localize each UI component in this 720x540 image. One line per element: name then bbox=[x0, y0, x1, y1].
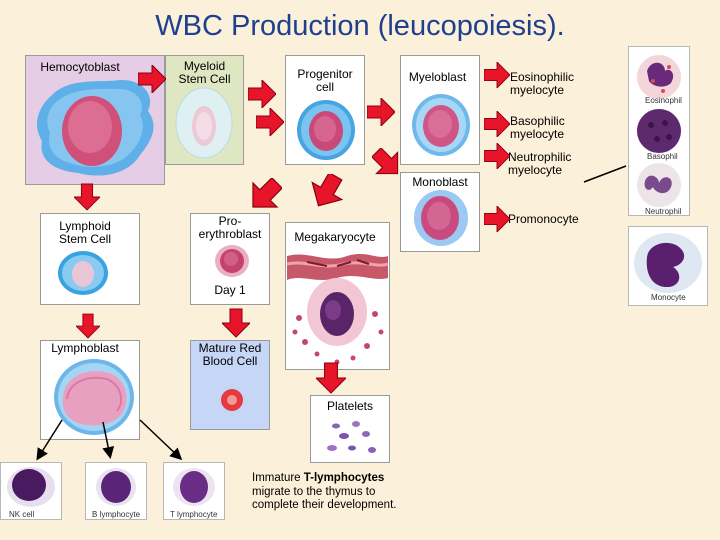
caption-b-lymphocyte: B lymphocyte bbox=[92, 510, 141, 519]
note-line1-prefix: Immature bbox=[252, 472, 304, 484]
label-promonocyte: Promonocyte bbox=[508, 212, 579, 226]
arrow-myeloid-to-progenitor-upper-icon bbox=[248, 80, 276, 108]
caption-basophil: Basophil bbox=[647, 152, 678, 161]
caption-eosinophil: Eosinophil bbox=[645, 96, 682, 105]
arrow-megakaryocyte-to-platelets-icon bbox=[316, 362, 346, 394]
arrow-myeloid-to-progenitor-lower-icon bbox=[256, 108, 284, 136]
arrow-progenitor-to-myeloblast-icon bbox=[367, 98, 395, 126]
arrow-proerythroblast-to-rbc-icon bbox=[222, 308, 250, 338]
mature-red-blood-cell-image bbox=[220, 388, 244, 412]
arrow-lymphoid-to-lymphoblast-icon bbox=[76, 313, 100, 339]
label-myeloid-stem-cell: Myeloid Stem Cell bbox=[178, 59, 231, 86]
note-line2: migrate to the thymus to bbox=[252, 485, 376, 498]
neutrophilic-pointer-line bbox=[583, 165, 627, 183]
lymphoblast-branch-arrows bbox=[36, 419, 183, 461]
label-myeloblast: Myeloblast bbox=[408, 70, 467, 84]
lymphoblast-cell-image bbox=[53, 357, 135, 437]
t-lymphocyte-note: Immature T-lymphocytes migrate to the th… bbox=[252, 472, 422, 513]
label-neutrophilic-myelocyte: Neutrophilic myelocyte bbox=[508, 150, 572, 177]
photo-t-lymphocyte: T lymphocyte bbox=[163, 462, 225, 520]
platelets-panel bbox=[310, 395, 390, 463]
arrow-hemocytoblast-to-myeloid-icon bbox=[138, 65, 166, 93]
arrow-to-basophilic-icon bbox=[484, 111, 510, 137]
arrow-to-neutrophilic-icon bbox=[484, 143, 510, 169]
caption-t-lymphocyte: T lymphocyte bbox=[170, 510, 218, 519]
arrow-monoblast-to-promonocyte-icon bbox=[484, 206, 510, 232]
lymphoid-stem-cell-image bbox=[57, 250, 109, 296]
myeloblast-cell-image bbox=[410, 92, 472, 158]
arrow-progenitor-to-proerythroblast-icon bbox=[252, 178, 282, 208]
arrow-progenitor-to-monoblast-icon bbox=[372, 148, 399, 175]
arrow-progenitor-to-megakaryocyte-icon bbox=[311, 174, 344, 207]
mature-rbc-panel bbox=[190, 340, 270, 430]
label-progenitor-cell: Progenitor cell bbox=[297, 67, 353, 94]
label-monoblast: Monoblast bbox=[412, 175, 468, 189]
label-basophilic-myelocyte: Basophilic myelocyte bbox=[510, 114, 565, 141]
caption-nk-cell: NK cell bbox=[9, 510, 35, 519]
label-lymphoid-stem-cell: Lymphoid Stem Cell bbox=[58, 219, 111, 246]
arrow-to-eosinophilic-icon bbox=[484, 62, 510, 88]
photo-nk-cell: NK cell bbox=[0, 462, 62, 520]
platelets-image bbox=[318, 418, 382, 458]
note-line1-bold: T-lymphocytes bbox=[303, 472, 385, 484]
progenitor-cell-image bbox=[295, 98, 357, 162]
label-eosinophilic-myelocyte: Eosinophilic myelocyte bbox=[510, 70, 575, 97]
photo-b-lymphocyte: B lymphocyte bbox=[85, 462, 147, 520]
arrow-hemocytoblast-to-lymphoid-icon bbox=[74, 183, 100, 211]
label-hemocytoblast: Hemocytoblast bbox=[40, 60, 120, 74]
photo-mature-granulocytes: Eosinophil Basophil Neutrophil bbox=[628, 46, 690, 216]
megakaryocyte-image bbox=[287, 250, 388, 368]
label-proerythroblast: Pro- erythroblast bbox=[198, 214, 262, 241]
page-title: WBC Production (leucopoiesis). bbox=[155, 10, 565, 42]
note-line3: complete their development. bbox=[252, 499, 397, 511]
caption-monocyte: Monocyte bbox=[651, 293, 686, 302]
caption-neutrophil: Neutrophil bbox=[645, 207, 682, 216]
monoblast-cell-image bbox=[412, 188, 470, 248]
label-lymphoblast: Lymphoblast bbox=[51, 341, 119, 355]
label-day-1: Day 1 bbox=[214, 283, 246, 297]
photo-monocyte: Monocyte bbox=[628, 226, 708, 306]
proerythroblast-cell-image bbox=[214, 244, 250, 278]
label-platelets: Platelets bbox=[326, 399, 374, 413]
myeloid-stem-cell-image bbox=[174, 86, 234, 160]
label-megakaryocyte: Megakaryocyte bbox=[294, 230, 376, 244]
hemocytoblast-cell-image bbox=[30, 75, 160, 183]
label-mature-red-blood-cell: Mature Red Blood Cell bbox=[198, 341, 262, 368]
